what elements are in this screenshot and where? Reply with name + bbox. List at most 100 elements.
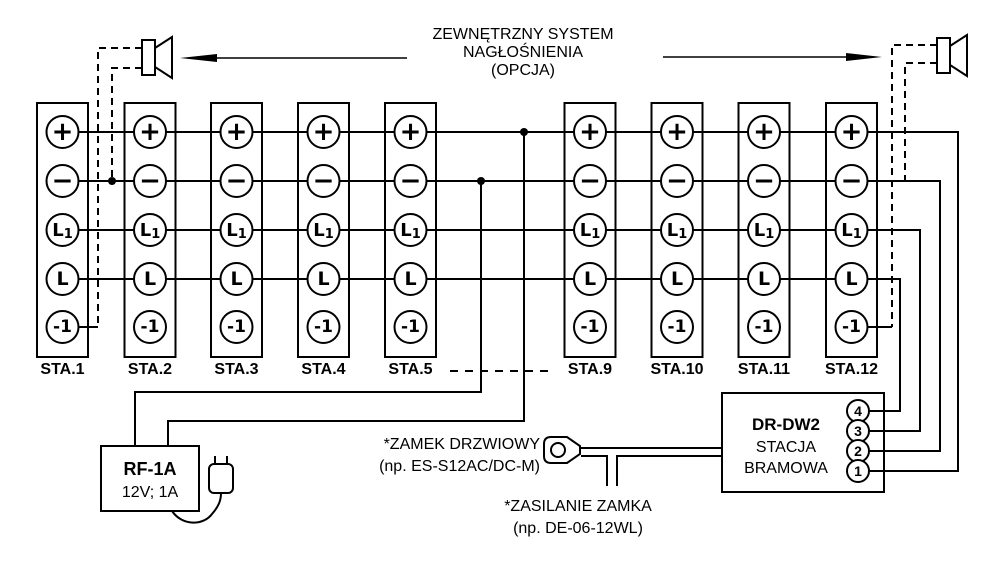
terminal-circle [573, 262, 607, 296]
terminal-label: L [584, 268, 596, 290]
terminal-circle [747, 310, 781, 344]
terminal-circle [306, 262, 341, 296]
lock-power-label-line1: *ZASILANIE ZAMKA [504, 498, 652, 515]
right-speaker-icon [936, 33, 968, 78]
terminal-circle [133, 213, 167, 247]
door-lock-label-line1: *ZAMEK DRZWIOWY [384, 436, 541, 453]
terminal-circle [747, 115, 781, 149]
terminal-label: + [226, 117, 248, 147]
terminal-label: L1 [313, 220, 334, 242]
terminal-circle [45, 213, 80, 247]
terminal-label: − [139, 166, 161, 196]
station-block [36, 102, 89, 358]
terminal-label: -1 [401, 317, 420, 337]
station-label: STA.5 [388, 361, 432, 378]
minus-bus-wire [62, 180, 941, 452]
door-station-type-line1: STACJA [756, 439, 816, 456]
power-supply-box [100, 445, 200, 512]
junction-dot [108, 177, 116, 185]
terminal-label: + [841, 117, 863, 147]
lock-wire-lower-right [616, 455, 722, 486]
terminal-circle [306, 213, 341, 247]
stations-layer: +−L1L-1STA.1+−L1L-1STA.2+−L1L-1STA.3+−L1… [36, 102, 878, 378]
terminal-circle [219, 115, 254, 149]
door-terminal-label: 1 [854, 463, 862, 479]
terminal-circle [834, 262, 869, 296]
terminal-label: L1 [754, 220, 775, 242]
terminal-circle [306, 164, 341, 198]
terminal-label: L [671, 268, 683, 290]
station-block [297, 102, 350, 358]
terminal-circle [45, 310, 80, 344]
terminal-circle [45, 115, 80, 149]
door-terminal-label: 4 [854, 403, 862, 419]
terminal-label: -1 [668, 317, 687, 337]
terminal-circle [133, 115, 167, 149]
door-station-terminals: 4 3 2 1 [846, 399, 870, 483]
terminal-label: + [139, 117, 161, 147]
plus-bus-wire [62, 131, 959, 472]
terminal-circle [219, 310, 254, 344]
terminal-label: L [758, 268, 770, 290]
terminal-label: − [841, 166, 863, 196]
terminal-label: − [753, 166, 775, 196]
terminal-circle [45, 164, 80, 198]
psu-plus-wire [167, 132, 525, 446]
terminal-circle [834, 310, 869, 344]
terminal-label: − [52, 166, 74, 196]
station-block [210, 102, 263, 358]
terminal-label: -1 [141, 317, 160, 337]
terminal-label: + [666, 117, 688, 147]
right-speaker-wire-to-minus1 [891, 44, 937, 327]
station-label: STA.12 [825, 361, 878, 378]
l1-bus-wire [62, 229, 921, 432]
station-block [384, 102, 437, 358]
terminal-label: − [313, 166, 335, 196]
external-sound-title-line2: NAGŁOŚNIENIA [463, 42, 583, 61]
plug-icon [171, 456, 234, 524]
terminal-circle [219, 164, 254, 198]
psu-minus-wire [134, 181, 482, 446]
station-block [123, 102, 177, 358]
door-station-type-line2: BRAMOWA [744, 460, 828, 477]
terminal-circle [306, 310, 341, 344]
terminal-circle [573, 310, 607, 344]
terminal-label: L [845, 268, 857, 290]
power-supply-name: RF-1A [124, 459, 177, 479]
terminal-label: − [666, 166, 688, 196]
terminal-circle [747, 164, 781, 198]
terminal-circle [747, 262, 781, 296]
door-station-name: DR-DW2 [752, 415, 820, 434]
terminal-circle [219, 213, 254, 247]
station-label: STA.3 [214, 361, 258, 378]
terminal-circle [393, 115, 428, 149]
station-label: STA.2 [128, 361, 172, 378]
external-sound-title-line3: (OPCJA) [491, 62, 555, 79]
terminal-label: + [400, 117, 422, 147]
station-label: STA.9 [568, 361, 612, 378]
terminal-circle [660, 262, 694, 296]
terminal-label: + [52, 117, 74, 147]
terminal-circle [834, 164, 869, 198]
terminal-label: L1 [580, 220, 601, 242]
terminal-label: -1 [842, 317, 861, 337]
terminal-circle [45, 262, 80, 296]
left-arrow [180, 54, 407, 62]
terminal-label: − [579, 166, 601, 196]
door-lock-icon [543, 436, 581, 464]
lock-power-label-line2: (np. DE-06-12WL) [513, 520, 643, 537]
junction-dot [477, 177, 485, 185]
station-label: STA.4 [301, 361, 345, 378]
external-sound-title-line1: ZEWNĘTRZNY SYSTEM [432, 26, 613, 43]
terminal-circle [747, 213, 781, 247]
station-block [650, 102, 704, 358]
terminal-circle [660, 164, 694, 198]
terminal-label: -1 [53, 317, 72, 337]
